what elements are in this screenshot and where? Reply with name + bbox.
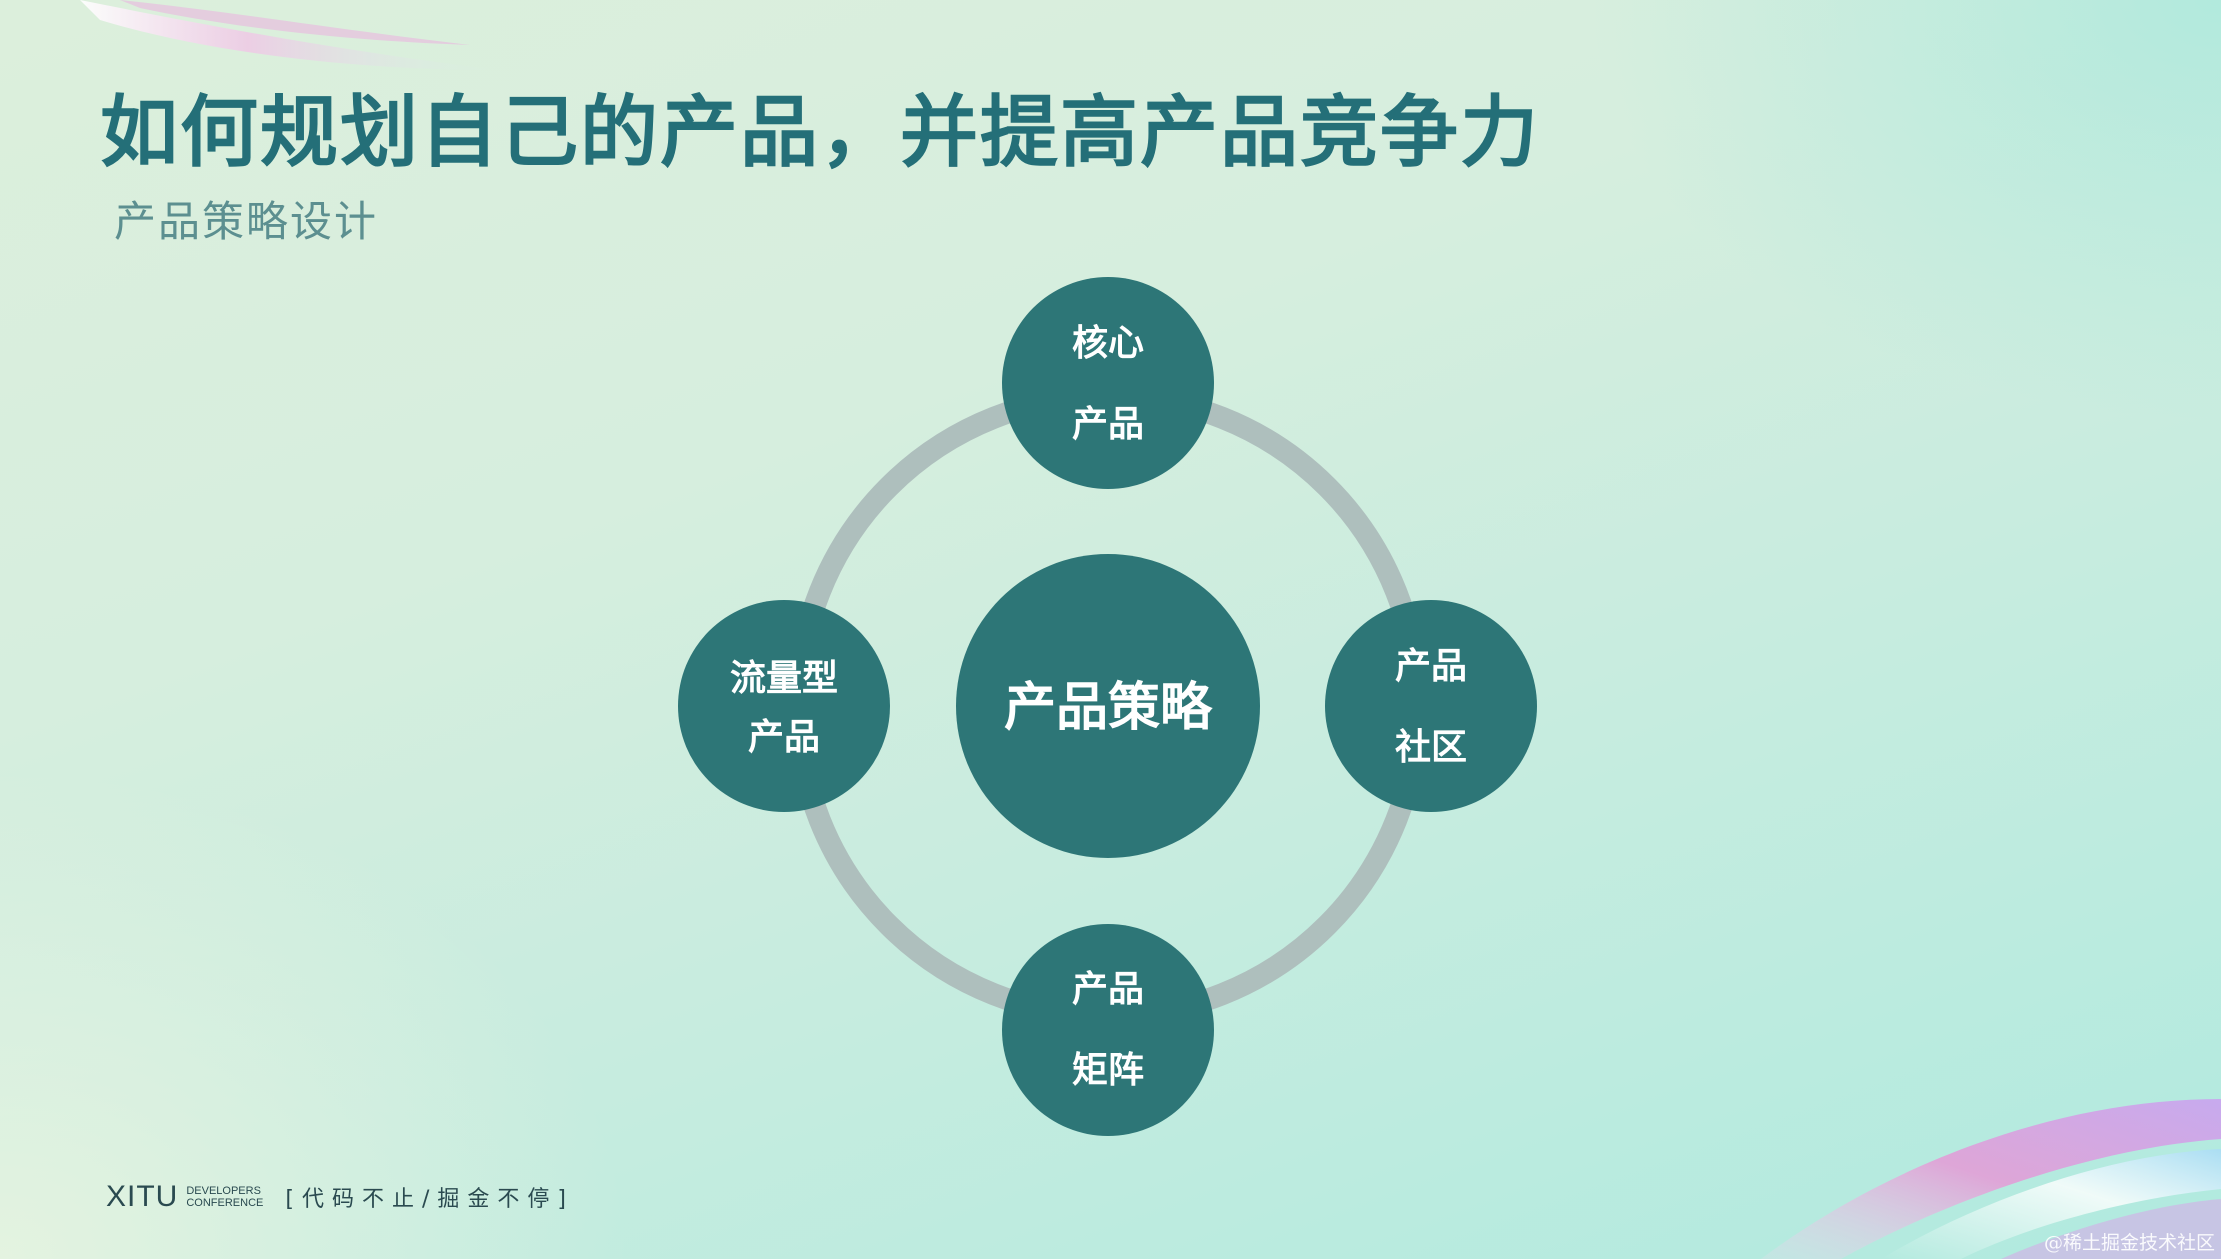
page-subtitle: 产品策略设计: [114, 197, 379, 246]
node-product-community: 产品 社区: [1325, 600, 1537, 812]
bottom-right-ribbon-decoration: [1761, 1099, 2221, 1259]
node-core-product-line1: 核心: [1072, 323, 1144, 364]
node-traffic-product: 流量型 产品: [678, 600, 890, 812]
watermark: @稀土掘金技术社区: [2043, 1232, 2215, 1254]
node-product-community-line1: 产品: [1395, 646, 1467, 687]
footer-slogan: [代码不止/掘金不停]: [285, 1187, 574, 1212]
node-product-matrix-line1: 产品: [1072, 969, 1144, 1010]
page-title: 如何规划自己的产品，并提高产品竞争力: [100, 88, 1541, 178]
footer: XITU DEVELOPERS CONFERENCE [代码不止/掘金不停]: [106, 1180, 574, 1214]
node-core-product: 核心 产品: [1002, 277, 1214, 489]
brand-subtitle: DEVELOPERS CONFERENCE: [186, 1185, 263, 1209]
top-left-ribbon-decoration: [80, 0, 500, 70]
center-node: 产品策略: [956, 554, 1260, 858]
node-product-community-line2: 社区: [1395, 727, 1467, 768]
node-traffic-product-line2: 产品: [748, 717, 820, 758]
brand-subtitle-line2: CONFERENCE: [186, 1197, 264, 1209]
node-traffic-product-line1: 流量型: [730, 658, 838, 699]
brand-logo: XITU: [106, 1180, 179, 1213]
brand-subtitle-line1: DEVELOPERS: [186, 1185, 261, 1197]
center-node-label: 产品策略: [1004, 678, 1213, 738]
node-core-product-line2: 产品: [1072, 404, 1144, 445]
node-product-matrix: 产品 矩阵: [1002, 924, 1214, 1136]
node-product-matrix-line2: 矩阵: [1072, 1050, 1144, 1091]
